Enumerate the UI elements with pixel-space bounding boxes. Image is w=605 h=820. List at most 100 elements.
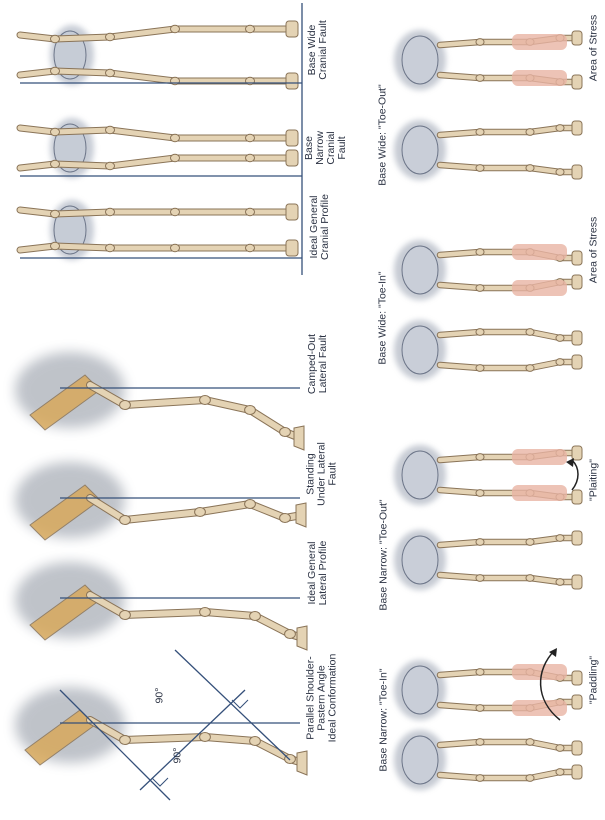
joint <box>246 154 255 162</box>
joint <box>106 33 115 41</box>
hoof <box>572 531 582 545</box>
joint <box>526 129 534 136</box>
cranial-views <box>20 3 302 275</box>
joint <box>246 244 255 252</box>
chest <box>402 736 438 784</box>
lateral-views <box>15 352 307 800</box>
joint <box>51 160 60 168</box>
title-base-narrow-toe-out: Base Narrow: "Toe-Out" <box>379 485 390 625</box>
joint <box>476 575 484 582</box>
caption-plaiting: "Plaiting" <box>589 440 600 520</box>
joint <box>51 210 60 218</box>
joint <box>51 128 60 136</box>
joint <box>200 396 211 405</box>
joint <box>526 739 534 746</box>
joint <box>476 129 484 136</box>
chest <box>402 451 438 499</box>
joint <box>476 285 484 292</box>
bone-segment <box>125 512 200 520</box>
bone-segment <box>440 252 480 255</box>
bone-segment <box>55 130 110 132</box>
joint <box>106 208 115 216</box>
chest <box>402 326 438 374</box>
hoof <box>572 331 582 345</box>
chest <box>402 246 438 294</box>
cranial-pair-2 <box>20 118 302 178</box>
right-limb <box>440 359 575 372</box>
hoof <box>286 73 298 89</box>
label-parallel-shoulder-pastern: Parallel Shoulder- Pastern Angle Ideal C… <box>306 633 339 763</box>
bone-segment <box>55 71 110 73</box>
joint <box>250 737 261 746</box>
left-limb <box>440 125 575 136</box>
hoof <box>572 251 582 265</box>
joint <box>171 134 180 142</box>
joint <box>476 775 484 782</box>
joint <box>476 329 484 336</box>
bone-segment <box>440 165 480 168</box>
label-camped-out: Camped-Out Lateral Fault <box>307 314 329 414</box>
bone-segment <box>530 772 560 778</box>
pastern-angle-line <box>175 650 290 760</box>
joint <box>120 516 131 525</box>
hoof-pair-1 <box>394 730 582 790</box>
bone-segment <box>440 75 480 78</box>
hoof <box>572 765 582 779</box>
joint <box>285 630 296 639</box>
chest <box>402 536 438 584</box>
bone-segment <box>530 742 560 748</box>
label-ideal-lateral-profile: Ideal General Lateral Profile <box>307 518 329 628</box>
joint <box>106 244 115 252</box>
joint <box>171 77 180 85</box>
hoof-pair-6 <box>394 240 582 300</box>
joint <box>195 508 206 517</box>
joint <box>200 608 211 617</box>
joint <box>171 154 180 162</box>
hoof <box>296 503 306 527</box>
left-limb <box>440 329 575 342</box>
cranial-pair-1 <box>20 200 302 260</box>
hoof <box>572 671 582 685</box>
joint <box>246 208 255 216</box>
joint <box>476 39 484 46</box>
bone-segment <box>440 332 480 335</box>
bone-segment <box>205 612 255 616</box>
joint <box>171 25 180 33</box>
hoof <box>572 355 582 369</box>
bone-segment <box>440 705 480 708</box>
bone-segment <box>530 332 560 338</box>
caption-area-of-stress-2: Area of Stress <box>589 0 600 98</box>
joint <box>526 329 534 336</box>
bone-segment <box>55 164 110 166</box>
joint <box>120 611 131 620</box>
joint <box>556 579 564 586</box>
joint <box>51 67 60 75</box>
joint <box>476 669 484 676</box>
stress-area <box>512 244 567 260</box>
hoof <box>286 150 298 166</box>
joint <box>476 454 484 461</box>
joint <box>556 335 564 342</box>
hoof <box>572 275 582 289</box>
joint <box>556 359 564 366</box>
joint <box>250 612 261 621</box>
stress-area <box>512 664 567 680</box>
hoof-pair-7 <box>394 120 582 180</box>
joint <box>476 249 484 256</box>
joint <box>51 35 60 43</box>
joint <box>51 242 60 250</box>
bone-segment <box>250 410 285 432</box>
bone-segment <box>440 285 480 288</box>
left-limb <box>440 535 575 546</box>
title-base-wide-toe-in: Base Wide: "Toe-In" <box>378 253 389 383</box>
angle-label-right: 90° <box>172 748 183 764</box>
stress-area <box>512 70 567 86</box>
joint <box>171 208 180 216</box>
joint <box>476 705 484 712</box>
joint <box>246 77 255 85</box>
joint <box>171 244 180 252</box>
joint <box>556 745 564 752</box>
hoof <box>572 741 582 755</box>
